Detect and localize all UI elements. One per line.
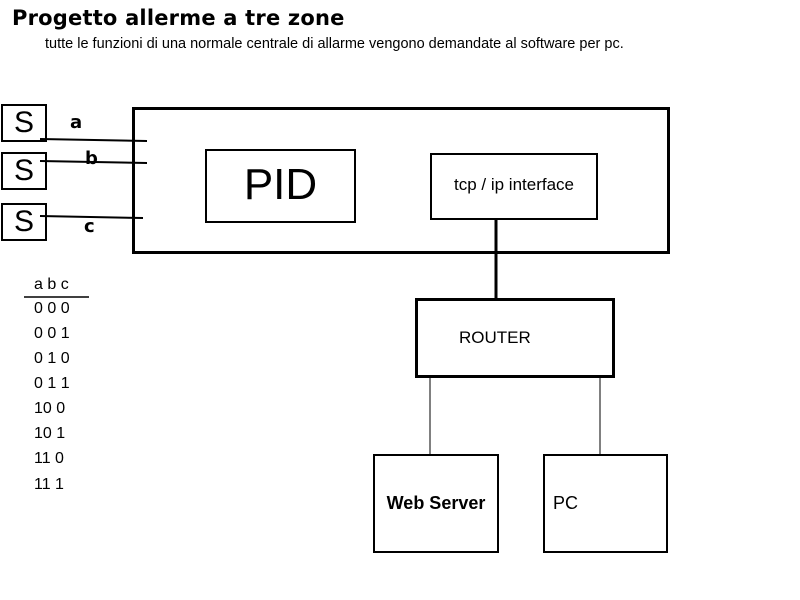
tcp-ip-interface-label: tcp / ip interface xyxy=(453,175,574,194)
truth-table-row: 11 0 xyxy=(34,450,64,467)
router-box xyxy=(415,298,615,378)
truth-table-row: 0 0 0 xyxy=(34,300,70,317)
truth-table-header: a b c xyxy=(34,276,69,293)
truth-table-row: 11 1 xyxy=(34,476,64,493)
zone-label-b: b xyxy=(85,148,98,169)
truth-table-row: 10 1 xyxy=(34,425,66,442)
truth-table-row: 0 0 1 xyxy=(34,325,70,342)
sensor-b: S xyxy=(1,152,47,190)
truth-table-row: 0 1 0 xyxy=(34,350,70,367)
zone-label-c: c xyxy=(84,216,95,237)
zone-label-a: a xyxy=(70,112,83,133)
tcp-ip-interface-box xyxy=(430,153,598,220)
diagram-subtitle: tutte le funzioni di una normale central… xyxy=(45,36,624,52)
web-server-box xyxy=(373,454,499,553)
sensor-c: S xyxy=(1,203,47,241)
truth-table-row: 10 0 xyxy=(34,400,66,417)
web-server-label: Web Server xyxy=(386,493,486,513)
controller-box xyxy=(132,107,670,254)
truth-table-row: 0 1 1 xyxy=(34,375,70,392)
pid-box xyxy=(205,149,356,223)
pid-label: PID xyxy=(243,160,318,209)
pc-box xyxy=(543,454,668,553)
wire-sensor-c xyxy=(39,215,144,219)
router-label: ROUTER xyxy=(459,328,531,347)
wire-sensor-a xyxy=(39,138,148,142)
sensor-a: S xyxy=(1,104,47,142)
diagram-title: Progetto allerme a tre zone xyxy=(12,6,345,30)
wire-sensor-b xyxy=(39,160,148,164)
pc-label: PC xyxy=(553,493,579,513)
